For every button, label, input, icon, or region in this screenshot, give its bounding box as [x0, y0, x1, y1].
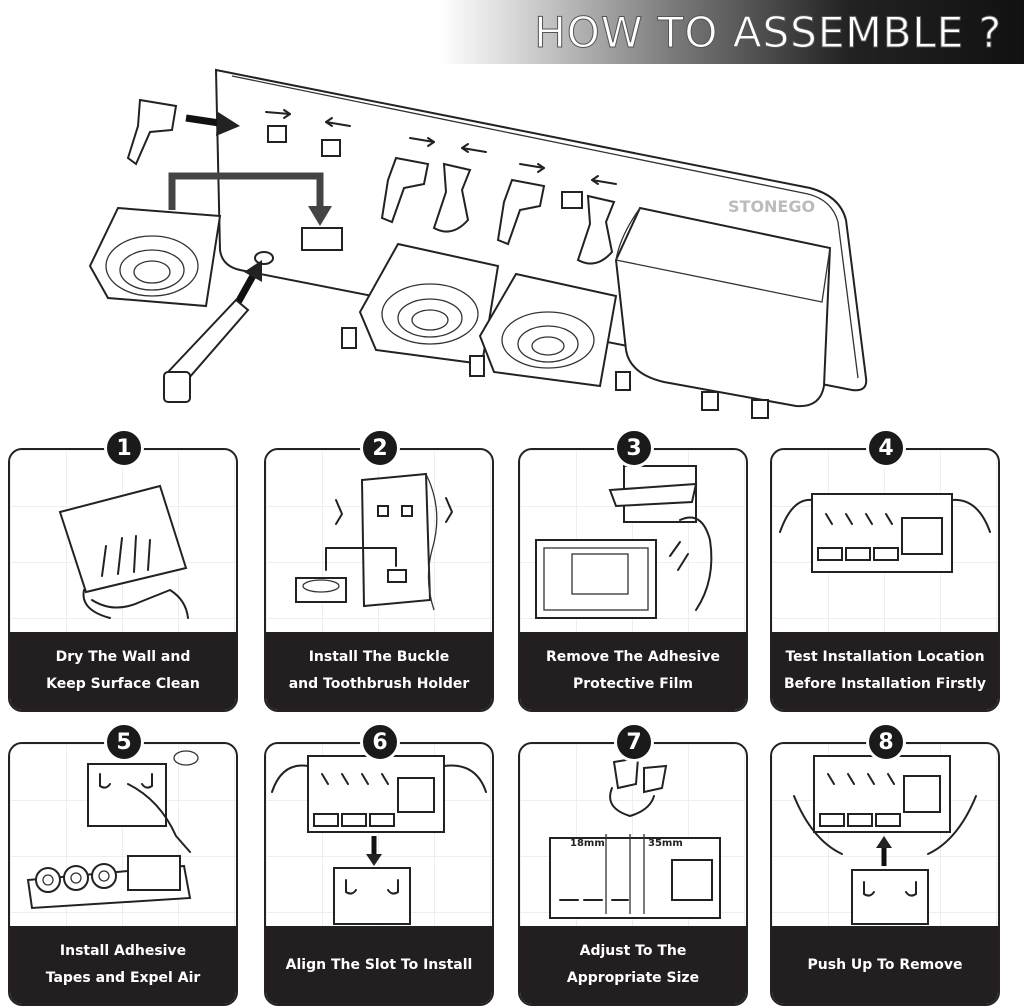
step-illustration-2 — [266, 450, 492, 634]
step-illustration-4 — [772, 450, 998, 634]
step-illustration-1 — [10, 450, 236, 634]
step-caption-1: Dry The Wall and Keep Surface Clean — [10, 632, 236, 710]
step-caption-4: Test Installation Location Before Instal… — [772, 632, 998, 710]
step-caption-line1: Test Installation Location — [785, 649, 985, 665]
exploded-assembly-diagram: STONEGO — [0, 60, 1024, 430]
brand-label: STONEGO — [728, 197, 815, 216]
step-caption-line2: Tapes and Expel Air — [45, 970, 201, 986]
step-caption-6: Align The Slot To Install — [266, 926, 492, 1004]
step-number-5: 5 — [104, 722, 144, 762]
step-card-3: Remove The Adhesive Protective Film — [518, 448, 748, 712]
step-illustration-7: 18mm 35mm — [520, 744, 746, 928]
step-caption-3: Remove The Adhesive Protective Film — [520, 632, 746, 710]
step-number-3: 3 — [614, 428, 654, 468]
step-caption-7: Adjust To The Appropriate Size — [520, 926, 746, 1004]
step-caption-2: Install The Buckle and Toothbrush Holder — [266, 632, 492, 710]
step-card-1: Dry The Wall and Keep Surface Clean — [8, 448, 238, 712]
step-card-5: Install Adhesive Tapes and Expel Air — [8, 742, 238, 1006]
measurement-right: 35mm — [648, 838, 683, 849]
step-caption-line1: Remove The Adhesive — [546, 649, 720, 665]
step-caption-line2: Protective Film — [572, 676, 693, 692]
step-caption-line1: Install The Buckle — [308, 649, 450, 665]
step-card-4: Test Installation Location Before Instal… — [770, 448, 1000, 712]
step-card-2: Install The Buckle and Toothbrush Holder — [264, 448, 494, 712]
step-illustration-6 — [266, 744, 492, 928]
step-card-7: 18mm 35mm Adjust To The Appropriate Size — [518, 742, 748, 1006]
step-number-1: 1 — [104, 428, 144, 468]
step-caption-line2: and Toothbrush Holder — [288, 676, 470, 692]
step-card-8: Push Up To Remove — [770, 742, 1000, 1006]
title-banner: HOW TO ASSEMBLE ? — [440, 0, 1024, 64]
step-caption-line2: Before Installation Firstly — [783, 676, 986, 692]
step-caption-line2: Keep Surface Clean — [46, 676, 200, 692]
page-title: HOW TO ASSEMBLE ? — [534, 8, 1002, 58]
step-number-7: 7 — [614, 722, 654, 762]
step-caption-line1: Align The Slot To Install — [285, 956, 473, 973]
step-caption-8: Push Up To Remove — [772, 926, 998, 1004]
step-number-8: 8 — [866, 722, 906, 762]
step-caption-line2: Appropriate Size — [566, 970, 700, 986]
step-caption-line1: Push Up To Remove — [807, 956, 963, 973]
step-number-6: 6 — [360, 722, 400, 762]
step-caption-5: Install Adhesive Tapes and Expel Air — [10, 926, 236, 1004]
step-illustration-5 — [10, 744, 236, 928]
step-number-2: 2 — [360, 428, 400, 468]
step-caption-line1: Adjust To The — [579, 943, 687, 959]
step-caption-line1: Install Adhesive — [59, 943, 187, 959]
step-card-6: Align The Slot To Install — [264, 742, 494, 1006]
step-illustration-3 — [520, 450, 746, 634]
step-number-4: 4 — [866, 428, 906, 468]
step-caption-line1: Dry The Wall and — [55, 649, 191, 665]
measurement-left: 18mm — [570, 838, 605, 849]
step-illustration-8 — [772, 744, 998, 928]
